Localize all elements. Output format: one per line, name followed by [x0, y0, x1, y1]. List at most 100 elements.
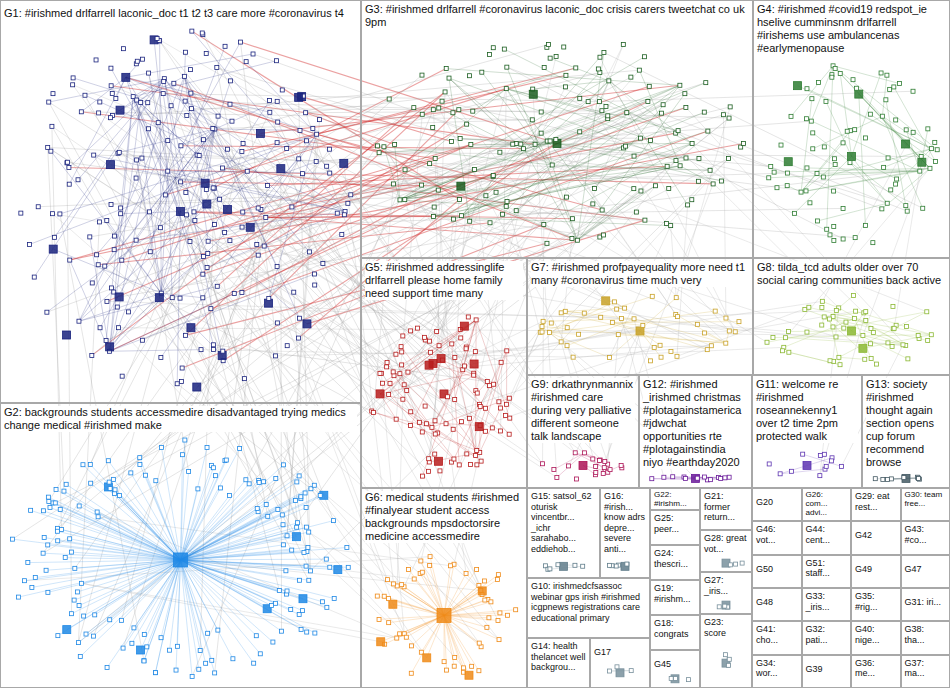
- tie-line: [870, 114, 935, 161]
- vertex-mark: [533, 142, 537, 146]
- vertex-mark: [346, 565, 350, 569]
- vertex-mark: [107, 161, 115, 169]
- tie-line: [270, 112, 372, 411]
- vertex-mark: [395, 636, 399, 640]
- vertex-mark: [428, 564, 432, 568]
- vertex-mark: [832, 189, 836, 193]
- tie-line: [380, 338, 461, 394]
- tie-line: [181, 560, 261, 654]
- vertex-mark: [894, 118, 898, 122]
- vertex-mark: [385, 365, 389, 369]
- vertex-mark: [820, 305, 824, 309]
- vertex-mark: [559, 340, 563, 344]
- tie-line: [817, 171, 920, 173]
- vertex-mark: [297, 157, 301, 161]
- vertex-mark: [435, 330, 439, 334]
- tie-line: [833, 66, 937, 150]
- tie-line: [609, 226, 670, 358]
- vertex-mark: [554, 54, 558, 58]
- vertex-mark: [475, 568, 479, 572]
- vertex-mark: [257, 480, 261, 484]
- vertex-mark: [785, 171, 789, 175]
- vertex-mark: [851, 294, 855, 298]
- tie-line: [400, 200, 506, 206]
- tie-line: [107, 301, 622, 318]
- vertex-mark: [508, 416, 512, 420]
- vertex-mark: [573, 563, 577, 567]
- vertex-mark: [299, 627, 303, 631]
- tie-line: [181, 460, 227, 560]
- tie-line: [181, 162, 317, 212]
- group-box: G14: health thelancet well backgrou...: [527, 638, 590, 688]
- vertex-mark: [112, 248, 116, 252]
- vertex-mark: [424, 422, 428, 426]
- vertex-mark: [608, 563, 612, 567]
- tie-line: [833, 66, 922, 162]
- tie-line: [444, 615, 479, 670]
- group-label: G10: irishmedcfsassoc webinar gps irish …: [531, 581, 646, 623]
- tie-line: [181, 465, 284, 560]
- vertex-mark: [137, 646, 145, 654]
- vertex-mark: [275, 264, 279, 268]
- vertex-mark: [794, 82, 802, 90]
- vertex-mark: [120, 258, 124, 262]
- vertex-mark: [541, 319, 545, 323]
- group-label: G2: backgrounds students accessmedire di…: [4, 406, 357, 432]
- tie-line: [126, 77, 270, 112]
- tie-line: [118, 328, 421, 653]
- vertex-mark: [153, 671, 157, 675]
- tie-line: [676, 314, 726, 343]
- vertex-mark: [109, 66, 113, 70]
- vertex-mark: [737, 320, 741, 324]
- tie-line: [444, 615, 472, 666]
- vertex-mark: [53, 235, 57, 239]
- vertex-mark: [929, 333, 933, 337]
- vertex-mark: [205, 265, 209, 269]
- tie-line: [432, 398, 509, 427]
- vertex-mark: [911, 130, 915, 134]
- vertex-mark: [166, 169, 170, 173]
- tie-line: [886, 100, 906, 206]
- tie-line: [109, 97, 133, 352]
- tie-line: [253, 54, 634, 189]
- tie-line: [83, 465, 181, 560]
- tie-line: [181, 560, 303, 599]
- vertex-mark: [255, 506, 259, 510]
- vertex-mark: [420, 430, 424, 434]
- tie-line: [680, 166, 713, 184]
- tie-line: [181, 501, 296, 560]
- vertex-mark: [430, 425, 434, 429]
- tie-line: [126, 77, 494, 384]
- tie-line: [181, 560, 201, 651]
- tie-line: [411, 360, 443, 425]
- vertex-mark: [264, 503, 268, 507]
- vertex-mark: [72, 598, 76, 602]
- tie-line: [93, 560, 180, 636]
- vertex-mark: [209, 307, 213, 311]
- vertex-mark: [772, 170, 776, 174]
- vertex-mark: [832, 238, 836, 242]
- vertex-mark: [727, 329, 731, 333]
- vertex-mark: [911, 89, 915, 93]
- tie-line: [159, 211, 180, 297]
- vertex-mark: [703, 331, 707, 335]
- vertex-mark: [811, 147, 815, 151]
- vertex-mark: [320, 600, 324, 604]
- vertex-mark: [833, 163, 837, 167]
- tie-line: [338, 570, 414, 579]
- vertex-mark: [302, 550, 306, 554]
- tie-line: [557, 107, 686, 143]
- vertex-mark: [294, 499, 298, 503]
- tie-line: [164, 79, 223, 361]
- vertex-mark: [423, 654, 431, 662]
- vertex-mark: [398, 198, 402, 202]
- tie-line: [181, 560, 291, 609]
- group-label: G1: #irishmed drlfarrell laconic_doc t1 …: [4, 7, 344, 20]
- group-box: G1: #irishmed drlfarrell laconic_doc t1 …: [0, 0, 361, 403]
- vertex-mark: [869, 327, 873, 331]
- tie-line: [69, 77, 126, 184]
- vertex-mark: [140, 57, 144, 61]
- tie-line: [475, 169, 767, 342]
- vertex-mark: [10, 537, 14, 541]
- vertex-mark: [477, 669, 481, 673]
